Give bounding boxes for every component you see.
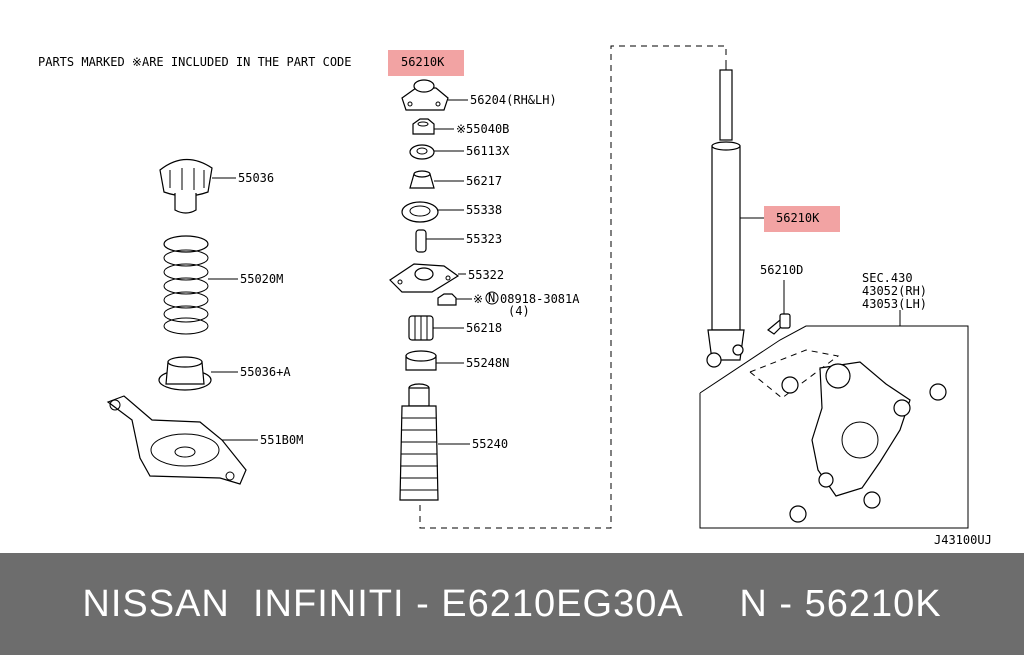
parts-diagram: PARTS MARKED ※ARE INCLUDED IN THE PART C… [38, 45, 992, 547]
part-55036-bump-rubber[interactable] [159, 158, 213, 214]
label-55322: 55322 [468, 268, 504, 282]
part-55020M-coil-spring[interactable] [163, 235, 209, 335]
label-08918: 08918-3081A [500, 292, 580, 306]
label-55036: 55036 [238, 171, 274, 185]
label-55248N: 55248N [466, 356, 509, 370]
footer-banner: NISSAN INFINITI - E6210EG30A N - 56210K [0, 553, 1024, 655]
label-56217: 56217 [466, 174, 502, 188]
label-08918-mark: ※ [473, 292, 483, 306]
label-56113X: 56113X [466, 144, 510, 158]
part-56113X-washer[interactable] [409, 144, 435, 160]
footer-part-info: NISSAN INFINITI - E6210EG30A N - 56210K [82, 582, 942, 625]
label-56204: 56204(RH&LH) [470, 93, 557, 107]
diagram-id: J43100UJ [934, 533, 992, 547]
label-43053: 43053(LH) [862, 297, 927, 311]
label-56218: 56218 [466, 321, 502, 335]
label-sec-430[interactable]: SEC.430 [862, 271, 913, 285]
part-551B0M-lower-arm[interactable] [106, 395, 247, 485]
label-55036A: 55036+A [240, 365, 291, 379]
parts-note: PARTS MARKED ※ARE INCLUDED IN THE PART C… [38, 55, 352, 69]
note-code-highlight [388, 50, 464, 76]
label-551B0M: 551B0M [260, 433, 303, 447]
label-55338: 55338 [466, 203, 502, 217]
part-56210D-bolt[interactable] [766, 313, 791, 335]
part-56218-bumper[interactable] [408, 315, 434, 341]
part-55323-spacer[interactable] [415, 229, 427, 253]
part-55240-dust-boot[interactable] [399, 383, 439, 501]
part-08918-3081A-nut[interactable] [437, 293, 457, 306]
section-430-knuckle[interactable] [699, 310, 969, 529]
part-56217-bushing[interactable] [409, 170, 435, 189]
label-43052: 43052(RH) [862, 284, 927, 298]
label-56210K[interactable]: 56210K [776, 211, 820, 225]
standard-part-circle [485, 291, 499, 305]
label-55323: 55323 [466, 232, 502, 246]
shock-code-highlight [764, 206, 840, 232]
part-55036A-spring-seat[interactable] [158, 356, 212, 391]
part-56204-top-mount[interactable] [401, 79, 449, 111]
part-55040B-nut[interactable] [412, 118, 435, 135]
part-55338-seal[interactable] [401, 201, 439, 223]
label-55240: 55240 [472, 437, 508, 451]
label-55040B: ※55040B [456, 122, 509, 136]
part-56210K-shock-absorber[interactable] [706, 66, 745, 368]
label-08918-n: N [488, 291, 495, 305]
part-55322-bracket[interactable] [389, 263, 460, 293]
part-55248N-bumper[interactable] [405, 350, 437, 371]
label-56210D: 56210D [760, 263, 803, 277]
note-part-code[interactable]: 56210K [401, 55, 445, 69]
assembly-dashed-line [419, 45, 727, 529]
label-08918-qty: (4) [508, 304, 530, 318]
label-55020M: 55020M [240, 272, 283, 286]
